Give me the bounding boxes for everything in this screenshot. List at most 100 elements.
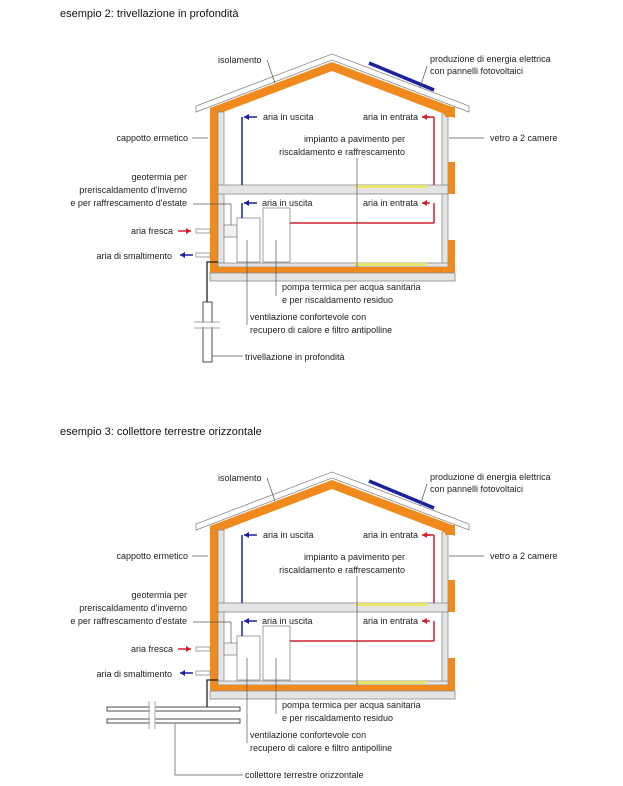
middle-floor-slab	[217, 184, 449, 195]
floor-insulation	[218, 267, 448, 273]
break-gap	[202, 323, 213, 327]
label-isolamento: isolamento	[218, 55, 262, 65]
label-supply-air-upper: aria in entrata	[363, 112, 418, 122]
roof	[195, 53, 470, 113]
heat-pump-unit	[262, 625, 291, 681]
label-geotermia: geotermia per	[131, 172, 187, 182]
label-floor-heating: impianto a pavimento per	[304, 552, 405, 562]
label-exhaust-air: aria di smaltimento	[96, 669, 172, 679]
label-heat-pump: pompa termica per acqua sanitaria	[282, 700, 421, 710]
leader-line	[174, 724, 243, 776]
label-exhaust-air-upper: aria in uscita	[263, 112, 314, 122]
exhaust-air-pipe	[195, 670, 211, 676]
supply-arrow-lower-head	[422, 618, 427, 624]
fresh-air-pipe	[195, 646, 211, 652]
right-corner-insulation	[445, 107, 455, 117]
pv-panel	[368, 61, 435, 92]
supply-arrow-upper-head	[422, 114, 427, 120]
label-exhaust-air: aria di smaltimento	[96, 251, 172, 261]
house-diagram-1: esempio 2: trivellazione in profondità is…	[60, 8, 558, 363]
exhaust-arrow-lower-head	[244, 618, 249, 624]
label-isolamento: isolamento	[218, 473, 262, 483]
label-pv: con pannelli fotovoltaici	[430, 66, 523, 76]
label-geotermia: preriscaldamento d'inverno	[79, 603, 187, 613]
fresh-air-pipe	[195, 228, 211, 234]
heat-pump-unit	[262, 207, 291, 263]
label-ventilation: recupero di calore e filtro antipolline	[250, 325, 392, 335]
exhaust-arrow-upper-head	[244, 114, 249, 120]
floor-heating-lower	[355, 681, 427, 684]
left-wall-insulation	[210, 526, 218, 691]
ground-pipe	[206, 261, 218, 302]
label-exhaust-air-lower: aria in uscita	[262, 198, 313, 208]
label-cappotto: cappotto ermetico	[116, 551, 188, 561]
label-supply-air-lower: aria in entrata	[363, 198, 418, 208]
collector-pipe-upper	[106, 706, 241, 712]
label-pv: con pannelli fotovoltaici	[430, 484, 523, 494]
label-cappotto: cappotto ermetico	[116, 133, 188, 143]
label-ground-exchanger: trivellazione in profondità	[245, 352, 345, 362]
leader-line	[266, 59, 276, 84]
middle-floor-slab	[217, 602, 449, 613]
supply-arrow-upper-head	[422, 532, 427, 538]
right-wall-insulation-upper	[448, 580, 455, 612]
roof	[195, 471, 470, 531]
label-heat-pump: e per riscaldamento residuo	[282, 295, 393, 305]
label-floor-heating: impianto a pavimento per	[304, 134, 405, 144]
label-ventilation: recupero di calore e filtro antipolline	[250, 743, 392, 753]
house-diagram-2: esempio 3: collettore terrestre orizzont…	[60, 426, 558, 780]
roof-insulation	[210, 62, 455, 118]
right-corner-insulation	[445, 525, 455, 535]
left-wall-insulation	[210, 108, 218, 273]
label-floor-heating: riscaldamento e raffrescamento	[279, 565, 405, 575]
label-ground-exchanger: collettore terrestre orizzontale	[245, 770, 364, 780]
foundation-slab	[209, 690, 456, 700]
roof-insulation	[210, 480, 455, 536]
floor-heating-lower	[355, 263, 427, 266]
geothermal-exchanger	[223, 224, 238, 238]
foundation-slab	[209, 272, 456, 282]
ground-pipe	[206, 679, 218, 709]
label-supply-air-lower: aria in entrata	[363, 616, 418, 626]
label-supply-air-upper: aria in entrata	[363, 530, 418, 540]
label-vetro: vetro a 2 camere	[490, 133, 558, 143]
label-fresh-air: aria fresca	[131, 644, 173, 654]
right-wall-insulation-lower	[448, 658, 455, 691]
floor-heating-upper	[355, 185, 427, 188]
label-geotermia: e per raffrescamento d'estate	[70, 616, 187, 626]
floor-insulation	[218, 685, 448, 691]
exhaust-arrow-lower-head	[244, 200, 249, 206]
diagram-title: esempio 3: collettore terrestre orizzont…	[60, 426, 262, 438]
label-pv: produzione di energia elettrica	[430, 54, 551, 64]
right-wall-insulation-upper	[448, 162, 455, 194]
floor-heating-upper	[355, 603, 427, 606]
label-heat-pump: e per riscaldamento residuo	[282, 713, 393, 723]
exhaust-air-arrow-head	[180, 670, 185, 676]
label-geotermia: geotermia per	[131, 590, 187, 600]
supply-arrow-lower-head	[422, 200, 427, 206]
ventilation-unit	[236, 635, 261, 681]
break-gap	[150, 704, 155, 726]
geothermal-exchanger	[223, 642, 238, 656]
label-exhaust-air-upper: aria in uscita	[263, 530, 314, 540]
label-heat-pump: pompa termica per acqua sanitaria	[282, 282, 421, 292]
right-wall-insulation-lower	[448, 240, 455, 273]
label-vetro: vetro a 2 camere	[490, 551, 558, 561]
ventilation-unit	[236, 217, 261, 263]
leader-line	[419, 65, 428, 89]
exhaust-air-pipe	[195, 252, 211, 258]
label-geotermia: preriscaldamento d'inverno	[79, 185, 187, 195]
fresh-air-arrow-head	[186, 646, 191, 652]
diagram-title: esempio 2: trivellazione in profondità	[60, 8, 239, 20]
label-exhaust-air-lower: aria in uscita	[262, 616, 313, 626]
exhaust-arrow-upper-head	[244, 532, 249, 538]
pv-panel	[368, 479, 435, 510]
label-fresh-air: aria fresca	[131, 226, 173, 236]
leader-line	[266, 477, 276, 502]
label-pv: produzione di energia elettrica	[430, 472, 551, 482]
borehole-tube	[202, 301, 213, 363]
label-floor-heating: riscaldamento e raffrescamento	[279, 147, 405, 157]
leader-line	[419, 483, 428, 507]
label-ventilation: ventilazione confortevole con	[250, 730, 366, 740]
